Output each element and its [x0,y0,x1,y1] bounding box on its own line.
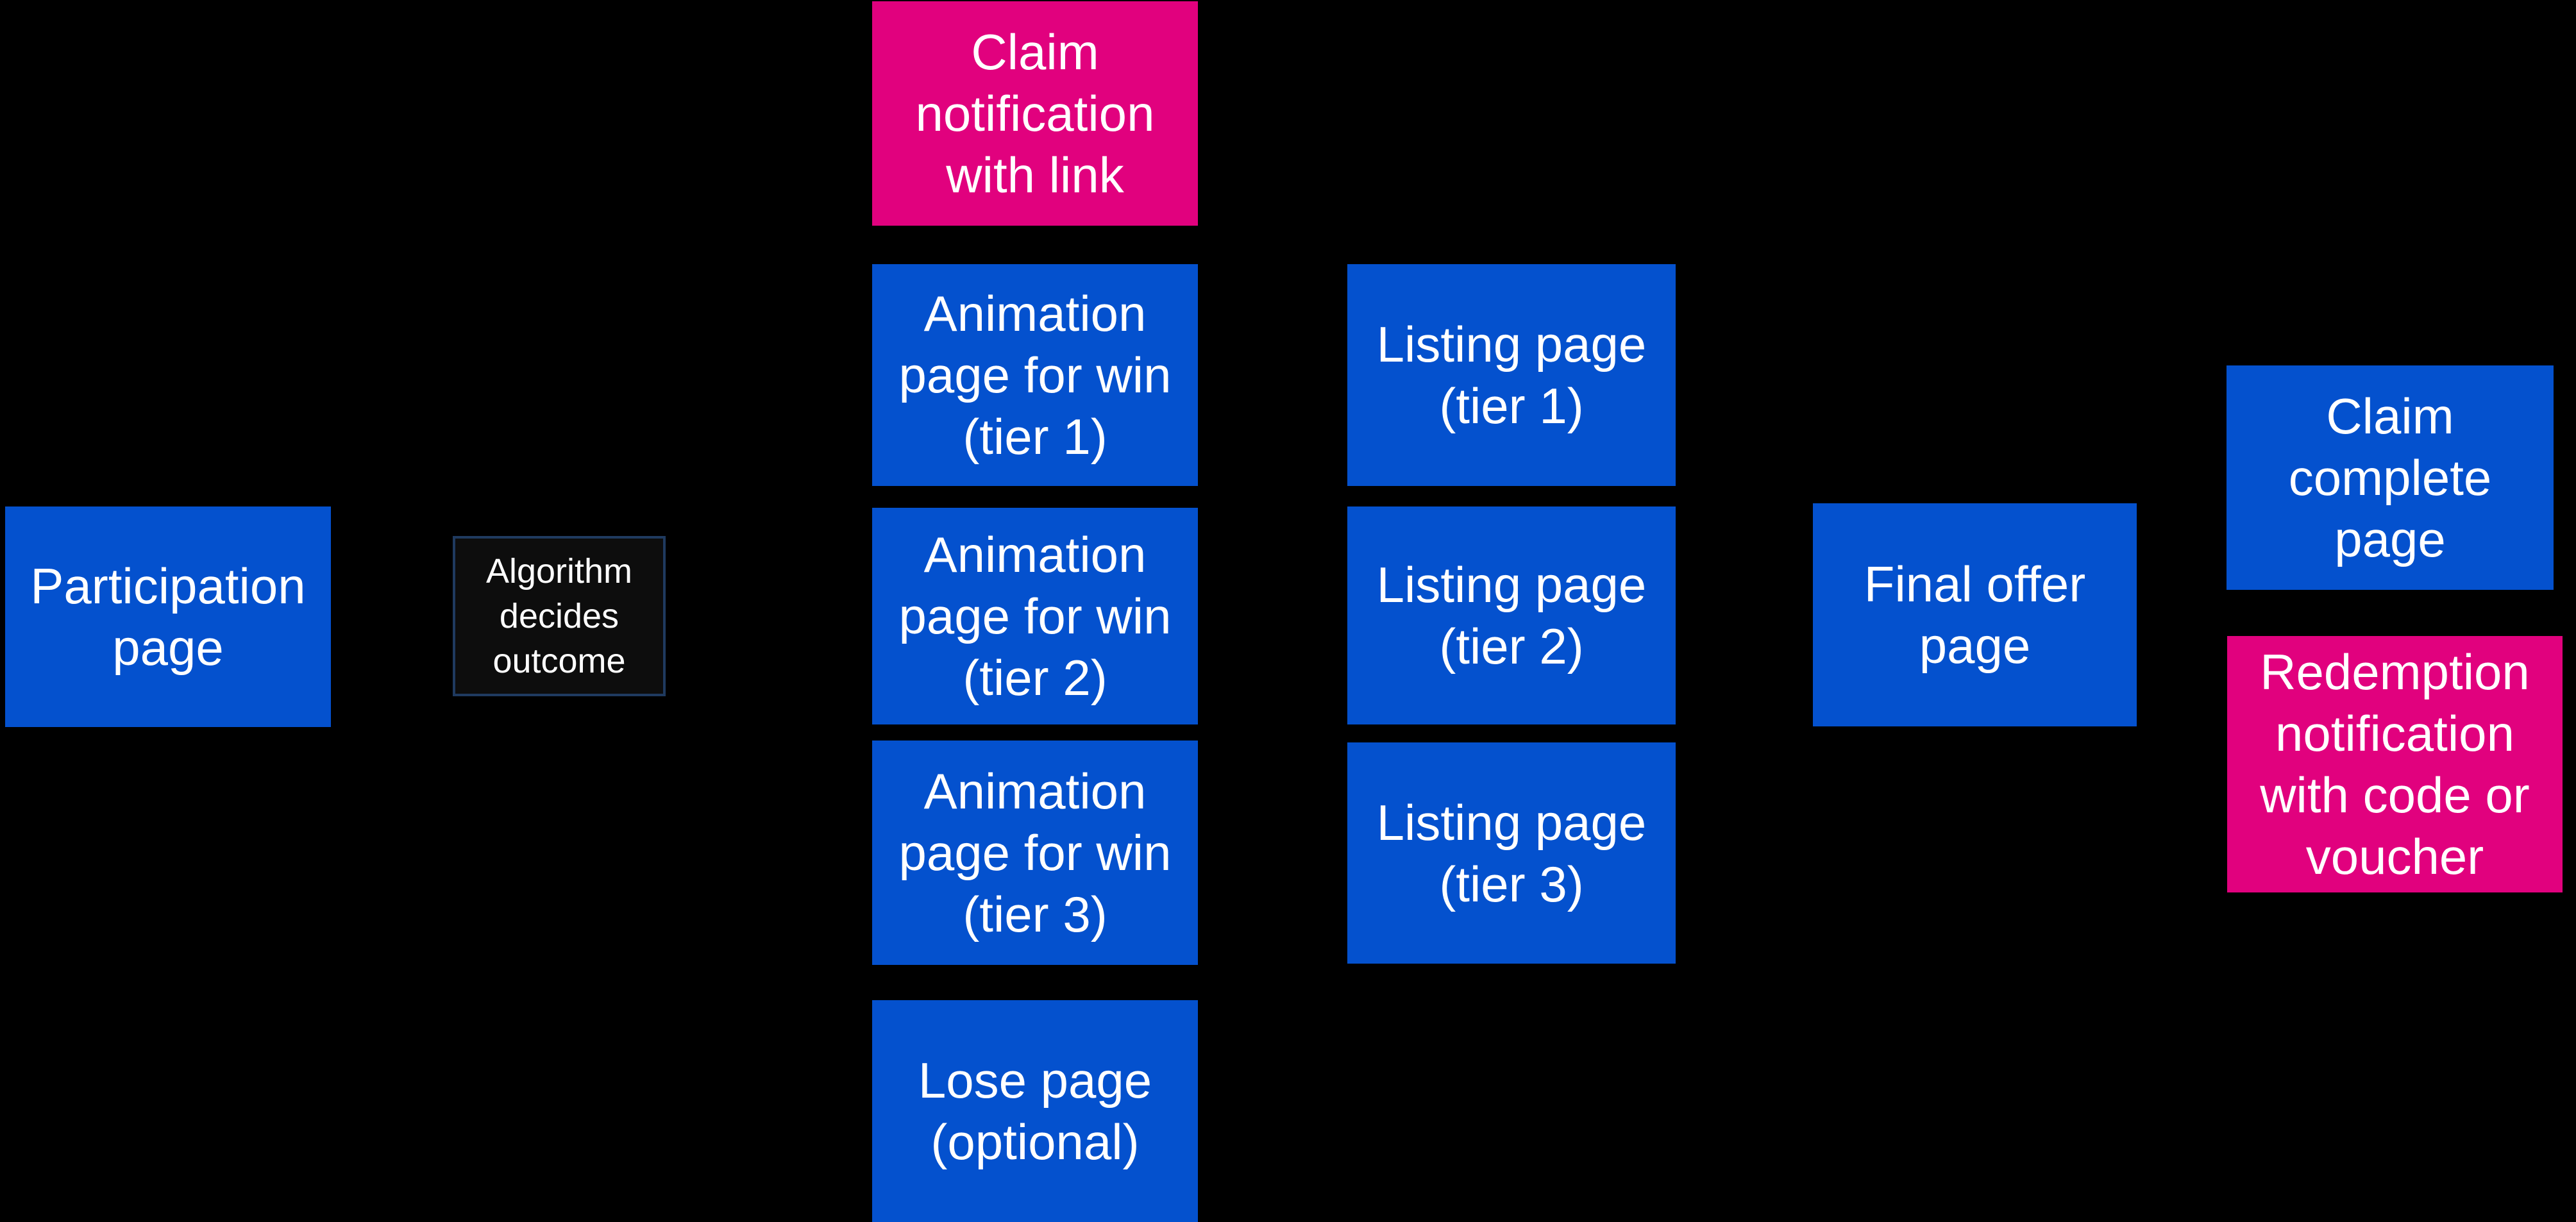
listing-page-tier-3-label: Listing page (tier 3) [1376,794,1647,912]
final-offer-page-label: Final offer page [1864,556,2086,674]
listing-page-tier-1: Listing page (tier 1) [1347,264,1676,486]
lose-page-optional-label: Lose page (optional) [918,1052,1152,1170]
participation-page-label: Participation page [30,558,306,676]
claim-notification-with-link-label: Claim notification with link [915,24,1155,203]
listing-page-tier-1-label: Listing page (tier 1) [1376,316,1647,434]
listing-page-tier-2: Listing page (tier 2) [1347,506,1676,724]
participation-page: Participation page [5,506,331,727]
animation-page-win-tier-2: Animation page for win (tier 2) [872,508,1198,724]
algorithm-decides-outcome-label: Algorithm decides outcome [485,552,633,680]
animation-page-win-tier-3-label: Animation page for win (tier 3) [898,763,1172,942]
listing-page-tier-3: Listing page (tier 3) [1347,742,1676,964]
redemption-notification-code-voucher: Redemption notification with code or vou… [2227,636,2563,892]
algorithm-decides-outcome: Algorithm decides outcome [453,536,666,696]
animation-page-win-tier-1: Animation page for win (tier 1) [872,264,1198,486]
animation-page-win-tier-3: Animation page for win (tier 3) [872,741,1198,965]
final-offer-page: Final offer page [1813,503,2137,726]
claim-complete-page-label: Claim complete page [2288,388,2492,567]
claim-complete-page: Claim complete page [2227,365,2554,590]
listing-page-tier-2-label: Listing page (tier 2) [1376,557,1647,674]
claim-notification-with-link: Claim notification with link [872,1,1198,226]
lose-page-optional: Lose page (optional) [872,1000,1198,1222]
animation-page-win-tier-2-label: Animation page for win (tier 2) [898,526,1172,706]
redemption-notification-code-voucher-label: Redemption notification with code or vou… [2260,644,2530,885]
animation-page-win-tier-1-label: Animation page for win (tier 1) [898,285,1172,465]
